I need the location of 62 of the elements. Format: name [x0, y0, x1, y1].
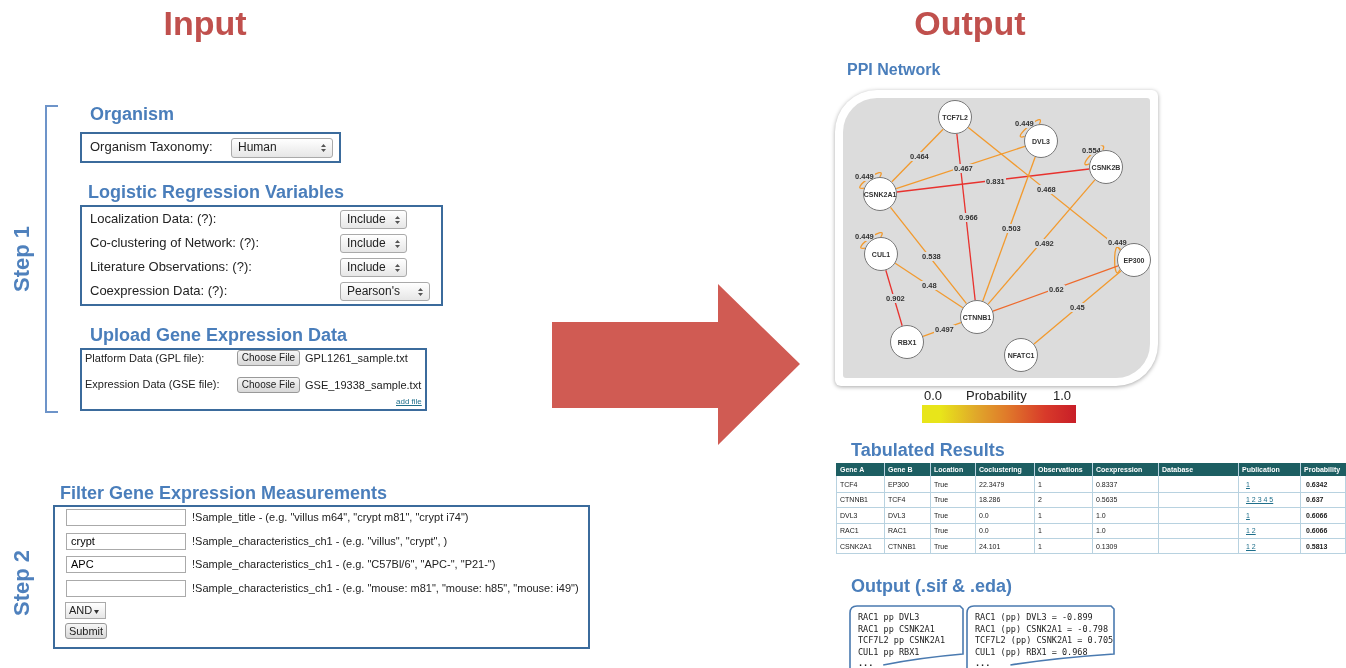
section-heading: PPI Network	[847, 61, 941, 79]
file-name: GSE_19338_sample.txt	[305, 379, 422, 391]
scale-title: Probability	[966, 388, 1027, 403]
choose-file-button: Choose File	[237, 377, 300, 393]
network-edge	[956, 133, 976, 301]
code-line: CUL1 pp RBX1	[858, 646, 920, 658]
input-field: crypt	[66, 533, 186, 550]
network-edge	[1033, 270, 1122, 345]
color-scale-bar	[922, 405, 1076, 423]
code-line: CUL1 (pp) RBX1 = 0.968	[975, 646, 1088, 658]
field-label: !Sample_title - (e.g. "villus m64", "crypt m81", "crypt i74")	[192, 511, 469, 523]
dropdown-select: Human	[231, 138, 333, 158]
code-line: RAC1 (pp) DVL3 = -0.899	[975, 612, 1093, 623]
network-edge	[1114, 246, 1121, 274]
network-edge	[895, 145, 1026, 190]
add-file-link: add file	[396, 397, 422, 406]
scale-max-label: 1.0	[1053, 388, 1072, 403]
field-label: Organism Taxonomy:	[90, 139, 213, 154]
dropdown-select: Include	[340, 234, 407, 253]
field-label: Literature Observations: (?):	[90, 259, 252, 274]
code-line: RAC1 (pp) CSNK2A1 = -0.798	[975, 623, 1109, 635]
network-edge	[982, 156, 1036, 302]
section-heading: Tabulated Results	[851, 440, 1005, 461]
dropdown-select: Pearson's	[340, 282, 430, 301]
code-line: RAC1 pp DVL3	[858, 612, 920, 623]
input-field: APC	[66, 556, 186, 573]
code-line: ...	[975, 658, 991, 668]
network-edge	[1019, 119, 1042, 138]
network-edge	[885, 269, 903, 327]
submit-button: Submit	[65, 623, 107, 639]
code-line: TCF7L2 pp CSNK2A1	[858, 635, 945, 646]
network-edge	[987, 179, 1096, 305]
dropdown-select: AND	[65, 602, 106, 619]
code-line: TCF7L2 (pp) CSNK2A1 = 0.705	[975, 635, 1114, 646]
section-title: Output	[913, 4, 1027, 43]
network-edge	[992, 265, 1119, 312]
field-label: Expression Data (GSE file):	[85, 378, 220, 390]
field-label: Co-clustering of Network: (?):	[90, 235, 260, 250]
section-heading: Output (.sif & .eda)	[851, 576, 1012, 597]
section-heading: Upload Gene Expression Data	[90, 325, 348, 346]
dropdown-select: Include	[340, 210, 407, 229]
field-label: Localization Data: (?):	[90, 211, 217, 226]
step-label: Step 2	[9, 549, 35, 618]
code-line: ...	[858, 658, 874, 668]
field-label: Coexpression Data: (?):	[90, 283, 228, 298]
section-title: Input	[162, 4, 248, 43]
choose-file-button: Choose File	[237, 350, 300, 366]
network-edge	[889, 206, 968, 305]
scale-min-label: 0.0	[924, 388, 943, 403]
section-heading: Organism	[90, 104, 175, 125]
dropdown-select: Include	[340, 258, 407, 277]
step-label: Step 1	[9, 225, 35, 294]
field-label: !Sample_characteristics_ch1 - (e.g. "villus", "crypt", )	[192, 535, 448, 547]
section-heading: Filter Gene Expression Measurements	[60, 483, 388, 504]
code-line: RAC1 pp CSNK2A1	[858, 623, 935, 635]
section-heading: Logistic Regression Variables	[88, 182, 345, 203]
field-label: Platform Data (GPL file):	[85, 352, 205, 364]
file-name: GPL1261_sample.txt	[305, 352, 408, 364]
network-edge	[896, 168, 1090, 193]
network-edge	[967, 126, 1122, 251]
field-label: !Sample_characteristics_ch1 - (e.g. "mouse: m81", "mouse: h85", "mouse: i49")	[192, 582, 579, 594]
field-label: !Sample_characteristics_ch1 - (e.g. "C57Bl/6", "APC-", "P21-")	[192, 558, 496, 570]
